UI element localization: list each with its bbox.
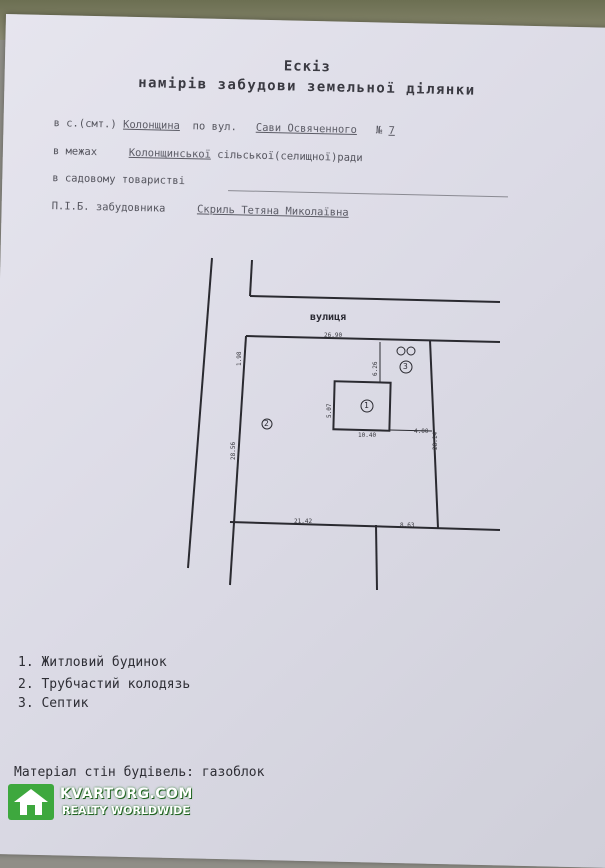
- septic-marker-circle: [399, 360, 413, 374]
- dim-house-left: 5.07: [326, 403, 333, 418]
- house-logo-icon: [8, 784, 54, 820]
- legend-item-septic: 3. Септик: [18, 696, 89, 711]
- plot-boundary-right: [429, 339, 439, 529]
- garden-row: в садовому товаристві: [52, 172, 185, 187]
- dim-bottom-right: 8.63: [400, 522, 415, 529]
- septic-ring-icon: [396, 346, 406, 356]
- dim-house-gap: 6.26: [372, 361, 379, 376]
- well-marker-circle: [261, 418, 273, 430]
- plot-boundary-bottom: [229, 521, 501, 531]
- house-marker-circle: [360, 399, 374, 413]
- dim-bottom-left: 21.42: [294, 518, 313, 525]
- council-value: Колонщинської: [128, 146, 212, 161]
- dim-left-top: 1.98: [236, 351, 243, 366]
- watermark: KVARTORG.COM REALTY WORLDWIDE: [8, 784, 198, 820]
- owner-row: П.І.Б. забудовника Скриль Тетяна Миколаї…: [52, 200, 349, 219]
- council-suffix: сільської(селищної)ради: [217, 148, 363, 165]
- well-marker: 2: [264, 419, 269, 428]
- legend-item-well: 2. Трубчастий колодязь: [18, 677, 191, 692]
- street-label: вулиця: [310, 312, 347, 323]
- dim-house-right-gap: 4.00: [414, 428, 429, 435]
- house-marker: 1: [364, 401, 369, 410]
- dim-top: 26.90: [324, 332, 343, 339]
- house-right-gap-line: [389, 429, 433, 432]
- site-plan: вулиця 26.90 1.98 28.56 6.26 5.07 10.40 …: [170, 250, 530, 610]
- number-value: 7: [388, 124, 396, 137]
- legend-item-house: 1. Житловий будинок: [18, 655, 167, 670]
- road-edge-left: [187, 257, 213, 569]
- septic-ring-icon-2: [406, 346, 416, 356]
- street-value: Сави Освяченного: [255, 121, 358, 136]
- plot-boundary-top: [245, 335, 501, 343]
- garden-prefix: в садовому товаристві: [52, 172, 186, 188]
- owner-prefix: П.І.Б. забудовника: [51, 200, 166, 215]
- plot-boundary-left: [229, 335, 247, 586]
- septic-marker: 3: [403, 362, 408, 371]
- council-row: в межах Колонщинської сільської(селищної…: [53, 145, 363, 164]
- street-prefix: по вул.: [192, 120, 238, 134]
- street-edge-corner: [249, 259, 253, 297]
- village-prefix: в с.(смт.): [53, 117, 117, 131]
- site-plan-drawing: [187, 257, 501, 591]
- garden-blank-line: [228, 190, 508, 198]
- wall-material-text: Матеріал стін будівель: газоблок: [14, 765, 265, 780]
- watermark-title: KVARTORG.COM: [60, 786, 193, 802]
- dim-left-side: 28.56: [230, 441, 237, 460]
- neighbor-boundary: [375, 524, 378, 591]
- house-outline: [332, 380, 392, 432]
- council-prefix: в межах: [52, 145, 98, 159]
- dim-right-side: 28.14: [432, 431, 439, 450]
- owner-value: Скриль Тетяна Миколаївна: [196, 203, 349, 219]
- street-edge-top: [249, 295, 501, 303]
- number-prefix: №: [375, 124, 383, 137]
- dim-house-bottom: 10.40: [358, 432, 377, 439]
- village-value: Колонщина: [122, 118, 181, 132]
- address-row: в с.(смт.) Колонщина по вул. Сави Освяче…: [53, 117, 395, 137]
- watermark-subtitle: REALTY WORLDWIDE: [62, 804, 190, 817]
